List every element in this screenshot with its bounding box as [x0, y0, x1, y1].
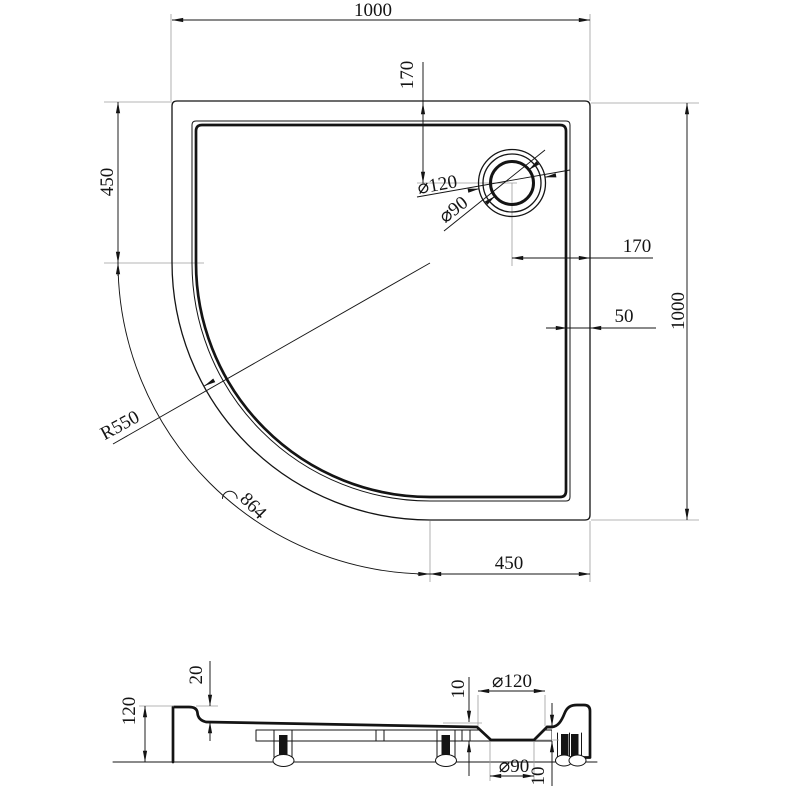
dim-recess-depth-right: 10 [528, 703, 555, 786]
plan-extension-lines [104, 14, 699, 582]
dim-section-drain-outer-label: ⌀120 [492, 671, 532, 692]
dim-top-to-drain-label: 170 [397, 61, 418, 90]
dim-section-drain-inner-label: ⌀90 [499, 756, 529, 777]
adjustable-feet [272, 729, 587, 767]
drain-waste-hole [477, 148, 547, 218]
section-right-wall [545, 703, 592, 759]
dim-left-straight: 450 [97, 101, 121, 264]
dim-bottom-straight-label: 450 [495, 553, 524, 574]
dim-plan-width: 1000 [171, 0, 591, 23]
dim-corner-radius: R550 [97, 262, 431, 445]
dim-plan-width-label: 1000 [354, 0, 392, 21]
dim-recess-depth-left: 10 [448, 677, 472, 776]
dim-rim-drop: 20 [186, 661, 213, 741]
dim-section-drain-inner: ⌀90 [489, 756, 535, 779]
dim-recess-depth-right-label: 10 [528, 767, 549, 786]
dim-drain-to-edge-label: 170 [623, 236, 652, 257]
dim-corner-radius-label: R550 [97, 407, 143, 445]
dim-rim-width-label: 50 [615, 306, 634, 327]
dim-top-to-drain: 170 [397, 61, 426, 184]
dim-recess-depth-left-label: 10 [448, 680, 469, 699]
dim-drain-outer-label: ⌀120 [416, 171, 459, 199]
dim-rim-width: 50 [546, 306, 656, 331]
tray-inner-wall [194, 123, 568, 499]
dim-arc-length: 864 [115, 261, 431, 577]
dim-left-straight-label: 450 [97, 168, 118, 197]
plan-view: 1000 1000 450 170 170 50 [97, 0, 699, 582]
dim-section-height: 120 [119, 697, 148, 763]
dim-section-height-label: 120 [119, 697, 140, 726]
tray-rim-inner-line [191, 120, 571, 502]
dim-drain-inner-label: ⌀90 [435, 192, 472, 227]
dim-drain-to-edge: 170 [511, 236, 653, 261]
dim-section-drain-outer: ⌀120 [477, 671, 546, 694]
section-view: 120 20 ⌀120 10 ⌀90 10 [112, 661, 598, 786]
dim-arc-length-label: 864 [235, 489, 270, 524]
tray-section-profile [171, 705, 555, 764]
dim-plan-height-label: 1000 [668, 292, 689, 330]
dim-rim-drop-label: 20 [186, 666, 207, 685]
dim-bottom-straight: 450 [429, 553, 591, 577]
arc-symbol-icon [222, 490, 238, 499]
tray-outer-edge [171, 100, 591, 521]
foot-pads [272, 754, 587, 767]
dim-plan-height: 1000 [668, 102, 690, 521]
